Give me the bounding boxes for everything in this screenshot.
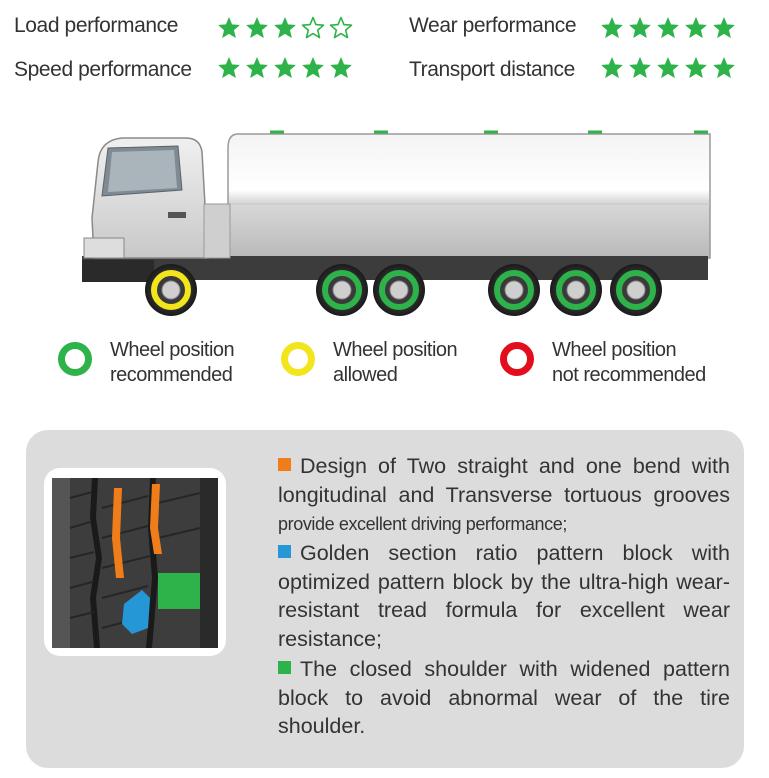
star-filled-icon xyxy=(601,57,623,78)
star-outline-icon xyxy=(329,16,353,39)
legend-line1: Wheel position xyxy=(110,339,235,361)
green-bullet-icon xyxy=(278,661,291,674)
rating-label-wear: Wear performance xyxy=(409,14,577,37)
star-filled-icon xyxy=(330,57,352,78)
star-filled-icon xyxy=(685,57,707,78)
star-filled-icon xyxy=(246,17,268,38)
star-rating-wear xyxy=(600,16,736,40)
star-filled-icon xyxy=(218,57,240,78)
star-filled-icon xyxy=(713,57,735,78)
ring-recommended-icon xyxy=(58,342,92,376)
star-filled-icon xyxy=(601,17,623,38)
ring-allowed-icon xyxy=(281,342,315,376)
wheel-front xyxy=(145,264,197,316)
feature-blue: Golden section ratio pattern block with … xyxy=(278,539,730,653)
wheel-trailer-2 xyxy=(550,264,602,316)
truck-illustration xyxy=(82,130,711,316)
legend-line2: not recommended xyxy=(552,364,706,386)
rating-label-load: Load performance xyxy=(14,14,179,37)
star-filled-icon xyxy=(218,17,240,38)
feature-text: Golden section ratio pattern block with … xyxy=(278,541,730,651)
star-filled-icon xyxy=(246,57,268,78)
wheel-trailer-3 xyxy=(610,264,662,316)
star-filled-icon xyxy=(657,17,679,38)
star-rating-speed xyxy=(217,56,353,80)
legend-line1: Wheel position xyxy=(333,339,458,361)
blue-bullet-icon xyxy=(278,545,291,558)
star-filled-icon xyxy=(274,57,296,78)
star-outline-icon xyxy=(301,16,325,39)
star-filled-icon xyxy=(629,17,651,38)
star-filled-icon xyxy=(629,57,651,78)
feature-text: The closed shoulder with widened pattern… xyxy=(278,657,730,739)
ring-not-recommended-icon xyxy=(500,342,534,376)
tire-tread-illustration xyxy=(52,478,218,648)
rating-label-speed: Speed performance xyxy=(14,58,192,81)
orange-bullet-icon xyxy=(278,458,291,471)
star-filled-icon xyxy=(685,17,707,38)
star-rating-load xyxy=(217,16,353,40)
legend-line2: recommended xyxy=(110,364,233,386)
feature-text: Design of Two straight and one bend with… xyxy=(278,454,730,507)
wheel-trailer-1 xyxy=(488,264,540,316)
wheel-drive-1 xyxy=(316,264,368,316)
feature-text-small: provide excellent driving performance; xyxy=(278,514,567,535)
feature-orange: Design of Two straight and one bend with… xyxy=(278,452,730,539)
star-filled-icon xyxy=(274,17,296,38)
legend-line1: Wheel position xyxy=(552,339,677,361)
feature-green: The closed shoulder with widened pattern… xyxy=(278,655,730,741)
wheel-drive-2 xyxy=(373,264,425,316)
rating-label-distance: Transport distance xyxy=(409,58,575,81)
star-filled-icon xyxy=(302,57,324,78)
star-filled-icon xyxy=(657,57,679,78)
star-rating-distance xyxy=(600,56,736,80)
star-filled-icon xyxy=(713,17,735,38)
legend-line2: allowed xyxy=(333,364,398,386)
